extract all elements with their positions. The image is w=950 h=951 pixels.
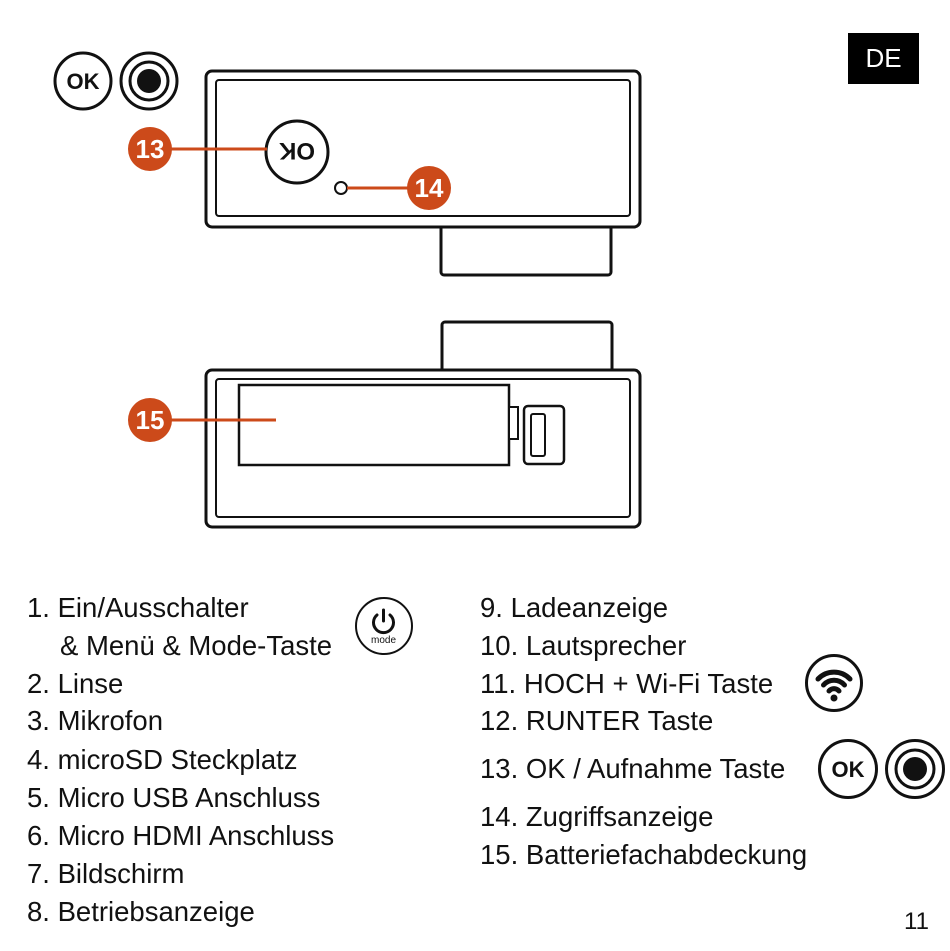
camera-top-view: OK [204, 69, 642, 277]
legend-item-2: 2. Linse [27, 668, 124, 699]
ok-icon-text: OK [67, 69, 100, 94]
access-indicator-led [334, 181, 348, 195]
record-button-icon [119, 51, 179, 111]
power-mode-icon: mode [355, 597, 413, 655]
legend-item-7: 7. Bildschirm [27, 858, 185, 889]
ok-button-top-label: OK [278, 137, 315, 164]
camera-diagram: OK OK 13 14 [53, 51, 642, 529]
legend-item-4: 4. microSD Steckplatz [27, 744, 298, 775]
legend-item-1-line2: & Menü & Mode-Taste [60, 630, 333, 661]
legend-item-9: 9. Ladeanzeige [480, 592, 669, 623]
legend-item-15: 15. Batteriefachabdeckung [480, 839, 808, 870]
legend-item-5: 5. Micro USB Anschluss [27, 782, 321, 813]
legend-item-10: 10. Lautsprecher [480, 630, 687, 661]
legend-item-14: 14. Zugriffsanzeige [480, 801, 714, 832]
legend-ok-icon-text: OK [832, 757, 865, 782]
battery-cover [237, 383, 511, 467]
callout-13: 13 [128, 127, 267, 171]
legend-item-13: 13. OK / Aufnahme Taste [480, 753, 786, 784]
callout-13-number: 13 [136, 134, 165, 164]
callout-15: 15 [128, 398, 276, 442]
legend-item-6: 6. Micro HDMI Anschluss [27, 820, 335, 851]
legend-item-3: 3. Mikrofon [27, 705, 164, 736]
mode-icon-label: mode [371, 635, 396, 646]
legend-ok-icon: OK [818, 739, 878, 799]
callout-14: 14 [347, 166, 451, 210]
callout-14-number: 14 [415, 173, 444, 203]
legend-item-12: 12. RUNTER Taste [480, 705, 714, 736]
legend-item-11: 11. HOCH + Wi-Fi Taste [480, 668, 774, 699]
ok-button-top: OK [264, 119, 330, 185]
ok-button-icon: OK [53, 51, 113, 111]
legend-item-1-line1: 1. Ein/Ausschalter [27, 592, 249, 623]
language-badge: DE [848, 33, 919, 84]
page-number: 11 [904, 908, 929, 935]
callout-15-number: 15 [136, 405, 165, 435]
camera-bottom-view [204, 320, 642, 529]
legend-item-8: 8. Betriebsanzeige [27, 896, 255, 927]
battery-latch [508, 406, 519, 440]
legend-record-icon [885, 739, 945, 799]
wifi-icon [805, 654, 863, 712]
